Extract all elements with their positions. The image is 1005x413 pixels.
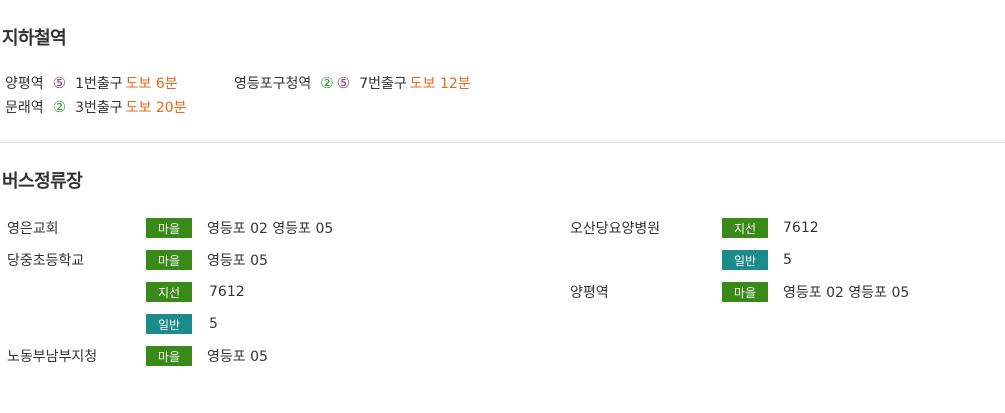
bus-route-row: 일반 5 [722, 250, 792, 270]
subway-station-row: 영등포구청역 ② ⑤ 7번출구 도보 12분 [234, 73, 471, 93]
bus-route-numbers: 7612 [209, 284, 245, 300]
station-exit: 3번출구 [75, 100, 123, 116]
station-exit: 1번출구 [75, 76, 123, 92]
line-2-badge-icon: ② [52, 97, 67, 116]
line-5-badge-icon: ⑤ [52, 73, 67, 92]
bus-route-numbers: 영등포 02 영등포 05 [207, 221, 334, 237]
bus-route-row: 지선 7612 [722, 218, 819, 238]
station-exit: 7번출구 [359, 76, 407, 92]
bus-type-badge: 마을 [146, 346, 192, 366]
line-badges: ⑤ [52, 73, 67, 92]
bus-route-numbers: 영등포 05 [207, 253, 268, 269]
station-name: 양평역 [5, 76, 44, 92]
bus-route-row: 지선 7612 [146, 282, 245, 302]
bus-route-row: 일반 5 [146, 314, 218, 334]
section-divider [0, 142, 1005, 143]
bus-route-row: 마을 영등포 02 영등포 05 [146, 218, 333, 238]
subway-section-title: 지하철역 [2, 28, 67, 49]
walk-time: 도보 20분 [125, 100, 187, 116]
bus-type-badge: 마을 [722, 282, 768, 302]
bus-stop-name: 노동부남부지청 [7, 349, 98, 365]
station-name: 영등포구청역 [234, 76, 312, 92]
walk-time: 도보 6분 [125, 76, 178, 92]
bus-section-title: 버스정류장 [2, 171, 83, 192]
bus-type-badge: 지선 [146, 282, 192, 302]
bus-route-numbers: 영등포 05 [207, 349, 268, 365]
bus-stop-name: 오산당요양병원 [570, 221, 661, 237]
bus-type-badge: 일반 [146, 314, 192, 334]
station-name: 문래역 [5, 100, 44, 116]
bus-type-badge: 마을 [146, 250, 192, 270]
bus-type-badge: 일반 [722, 250, 768, 270]
line-badges: ② [52, 97, 67, 116]
line-2-badge-icon: ② [320, 73, 334, 92]
bus-stop-name: 당중초등학교 [7, 253, 85, 269]
bus-route-numbers: 영등포 02 영등포 05 [783, 285, 910, 301]
walk-time: 도보 12분 [409, 76, 471, 92]
line-badges: ② ⑤ [319, 73, 351, 92]
bus-stop-name: 영은교회 [7, 221, 59, 237]
bus-route-row: 마을 영등포 05 [146, 250, 268, 270]
bus-route-row: 마을 영등포 05 [146, 346, 268, 366]
bus-type-badge: 지선 [722, 218, 768, 238]
bus-route-numbers: 5 [209, 316, 218, 332]
bus-stop-name: 양평역 [570, 285, 609, 301]
subway-station-row: 양평역 ⑤ 1번출구 도보 6분 [5, 73, 178, 93]
bus-type-badge: 마을 [146, 218, 192, 238]
line-5-badge-icon: ⑤ [336, 73, 351, 92]
subway-station-row: 문래역 ② 3번출구 도보 20분 [5, 97, 187, 117]
bus-route-numbers: 7612 [783, 220, 819, 236]
bus-route-row: 마을 영등포 02 영등포 05 [722, 282, 909, 302]
bus-route-numbers: 5 [783, 252, 792, 268]
